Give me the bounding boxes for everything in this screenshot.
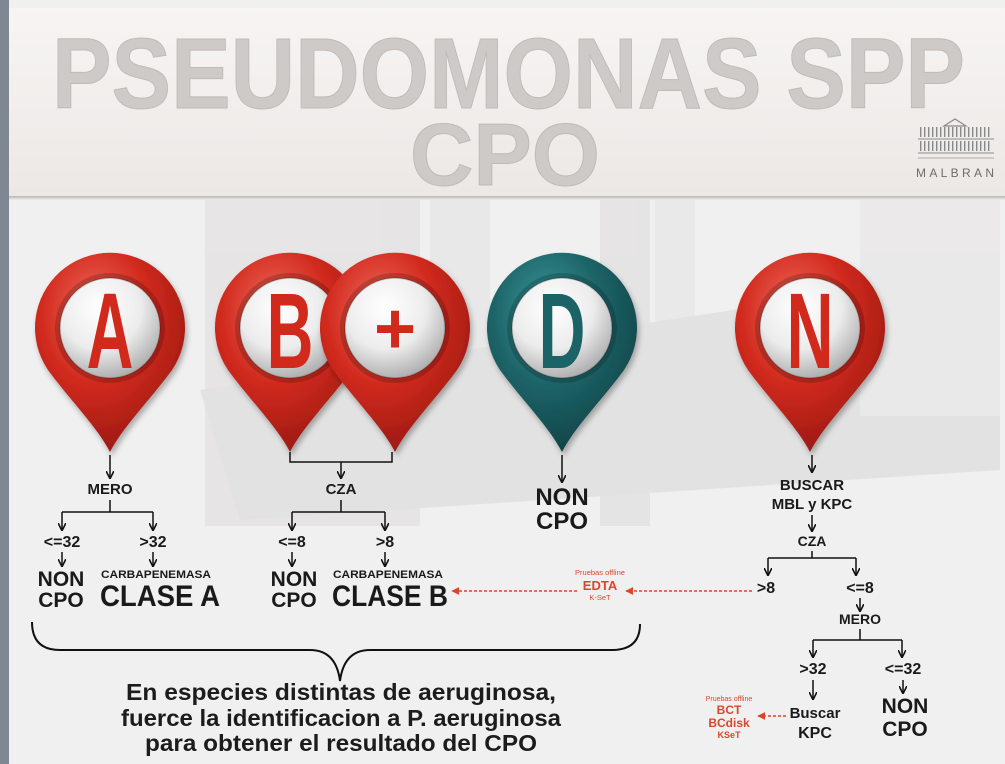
left-border — [0, 0, 9, 764]
branch-n-test-2: MERO — [839, 611, 881, 627]
offline-tests-bcdisk-item: BCdisk — [708, 716, 750, 730]
connector-line — [813, 629, 902, 641]
connector-line — [768, 551, 856, 559]
branch-n-left-result-line2: KPC — [798, 725, 832, 742]
branch-a-right-result: CLASE A — [100, 580, 220, 613]
branch-n: BUSCAR MBL y KPC CZA >8 <=8 MERO >32 <=3… — [757, 455, 928, 742]
pin-a-letter: A — [87, 270, 134, 391]
branch-n-left-condition-1: >8 — [757, 580, 775, 597]
branch-b-test: CZA — [326, 481, 357, 498]
branch-n-test-1: CZA — [798, 533, 827, 549]
pin-a-disc — [59, 277, 161, 379]
curly-brace — [31, 621, 641, 682]
header-band — [9, 8, 1005, 196]
logo-text: MALBRAN — [916, 166, 994, 180]
pin-n: N — [735, 252, 885, 452]
pin-d: D — [487, 252, 637, 452]
branch-a-test: MERO — [88, 481, 133, 498]
building-icon — [918, 118, 994, 159]
pin-n-disc — [759, 277, 861, 379]
pin-plus-disc — [344, 277, 446, 379]
branch-d-result-line1: NON — [535, 484, 588, 511]
branch-a-left-result-line2: CPO — [38, 589, 84, 612]
branch-n-right-result-line2: CPO — [882, 718, 928, 741]
branch-n-step-line1: BUSCAR — [780, 477, 844, 494]
offline-tests-edta: Pruebas offline EDTA K-SeT — [451, 568, 752, 602]
branch-b-right-condition: >8 — [376, 534, 394, 551]
offline-tests-edta-sub: K-SeT — [589, 593, 611, 602]
pin-d-disc — [511, 277, 613, 379]
offline-tests-edta-label: Pruebas offline — [575, 568, 625, 577]
offline-tests-edta-main: EDTA — [583, 578, 618, 593]
branch-n-right-condition-2: <=32 — [885, 661, 922, 678]
note-line-3: para obtener el resultado del CPO — [145, 730, 537, 756]
pin-n-letter: N — [787, 270, 834, 391]
pin-b: B — [215, 252, 365, 452]
pin-d-letter: D — [539, 270, 586, 391]
note-line-1: En especies distintas de aeruginosa, — [126, 679, 556, 705]
offline-tests-bct-label: Pruebas offline — [706, 696, 753, 703]
pin-a: A — [34, 252, 185, 452]
branch-n-left-result-line1: Buscar — [790, 705, 841, 722]
branch-b-left-condition: <=8 — [278, 534, 306, 551]
branch-n-left-condition-2: >32 — [799, 661, 826, 678]
pin-plus-symbol: + — [374, 289, 416, 369]
note: En especies distintas de aeruginosa, fue… — [121, 679, 561, 756]
page-title: PSEUDOMONAS SPP — [52, 18, 965, 130]
branch-b: CZA <=8 >8 NON CPO CARBAPENEMASA CLASE B — [271, 452, 448, 613]
note-line-2: fuerce la identificacion a P. aeruginosa — [121, 705, 561, 731]
branch-a: MERO <=32 >32 NON CPO CARBAPENEMASA CLAS… — [38, 455, 220, 613]
page-subtitle: CPO — [410, 105, 600, 204]
branch-b-right-result: CLASE B — [332, 580, 448, 613]
pin-b-letter: B — [267, 270, 314, 391]
connector-line — [62, 500, 153, 513]
offline-tests-kset-item: KSeT — [717, 730, 741, 740]
branch-a-left-condition: <=32 — [44, 534, 81, 551]
branch-d-result-line2: CPO — [536, 508, 588, 535]
branch-d: NON CPO — [535, 455, 589, 535]
branch-n-right-condition-1: <=8 — [846, 580, 874, 597]
offline-tests-bct: Pruebas offline BCT BCdisk KSeT — [706, 696, 786, 740]
branch-b-left-result-line1: NON — [271, 568, 318, 591]
branch-n-step-line2: MBL y KPC — [772, 496, 853, 513]
branch-b-left-result-line2: CPO — [271, 589, 317, 612]
offline-tests-bct-item: BCT — [717, 703, 742, 717]
pin-plus: + — [320, 252, 470, 452]
malbran-logo: MALBRAN — [916, 118, 994, 180]
branch-a-right-condition: >32 — [139, 534, 166, 551]
branch-a-right-result-caption: CARBAPENEMASA — [101, 569, 211, 581]
branch-b-right-result-caption: CARBAPENEMASA — [333, 569, 443, 581]
branch-n-right-result-line1: NON — [882, 695, 929, 718]
connector-line — [292, 500, 385, 513]
header-shadow — [9, 196, 1005, 200]
branch-a-left-result-line1: NON — [38, 568, 85, 591]
